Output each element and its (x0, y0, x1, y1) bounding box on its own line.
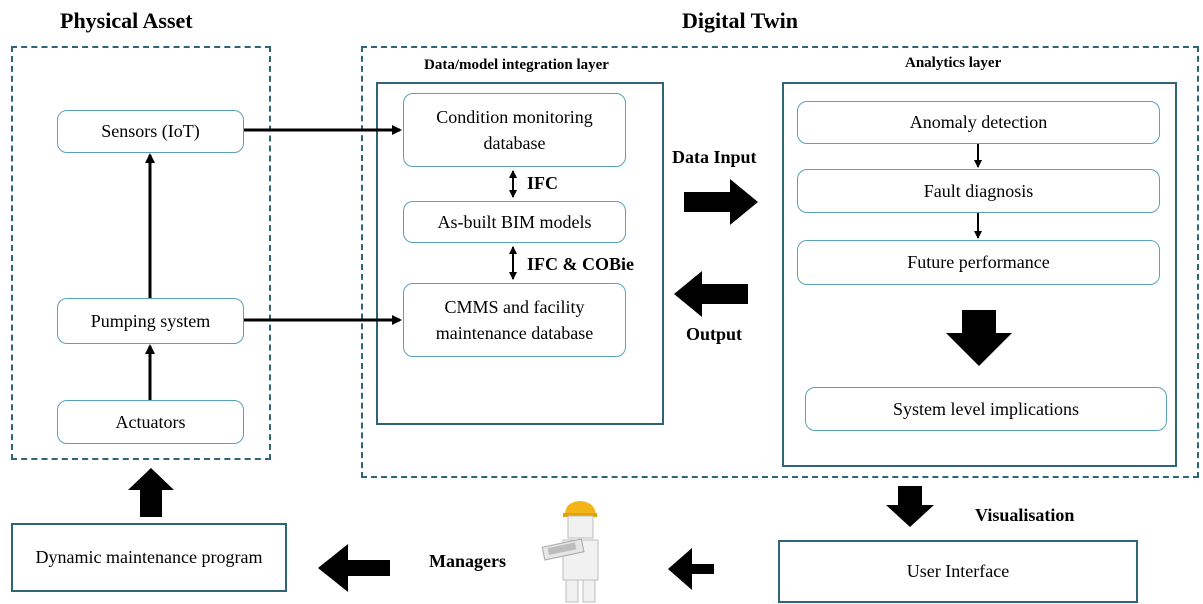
physical-asset-title: Physical Asset (60, 8, 193, 33)
user-interface-box: User Interface (778, 540, 1138, 603)
integration-layer-frame (376, 82, 664, 425)
manager-figure-icon (541, 501, 599, 603)
output-arrow (674, 271, 748, 317)
actuators-box: Actuators (57, 400, 244, 444)
visualisation-arrow (886, 486, 934, 527)
cmms-box: CMMS and facility maintenance database (403, 283, 626, 357)
physical-asset-frame (11, 46, 271, 460)
ui-to-managers-arrow (668, 548, 714, 590)
digital-twin-title: Digital Twin (682, 8, 798, 33)
integration-layer-title: Data/model integration layer (424, 57, 609, 73)
system-implications-box: System level implications (805, 387, 1167, 431)
visualisation-label: Visualisation (975, 505, 1075, 525)
future-performance-box: Future performance (797, 240, 1160, 285)
output-label: Output (686, 324, 743, 344)
data-input-arrow (684, 179, 758, 225)
digital-twin-frame (361, 46, 1199, 478)
analytics-layer-frame (782, 82, 1177, 467)
ifc-label: IFC (527, 173, 558, 193)
anomaly-detection-box: Anomaly detection (797, 101, 1160, 144)
managers-label: Managers (429, 551, 506, 571)
pumping-system-box: Pumping system (57, 298, 244, 344)
future-to-system-arrow (946, 310, 1012, 366)
bim-models-box: As-built BIM models (403, 201, 626, 243)
data-input-label: Data Input (672, 147, 757, 167)
condition-monitoring-box: Condition monitoring database (403, 93, 626, 167)
fault-diagnosis-box: Fault diagnosis (797, 169, 1160, 213)
managers-to-program-arrow (318, 544, 390, 592)
program-to-asset-arrow (128, 468, 174, 517)
sensors-box: Sensors (IoT) (57, 110, 244, 153)
analytics-layer-title: Analytics layer (905, 55, 1002, 71)
dynamic-maintenance-box: Dynamic maintenance program (11, 523, 287, 592)
ifc-cobie-label: IFC & COBie (527, 254, 634, 274)
